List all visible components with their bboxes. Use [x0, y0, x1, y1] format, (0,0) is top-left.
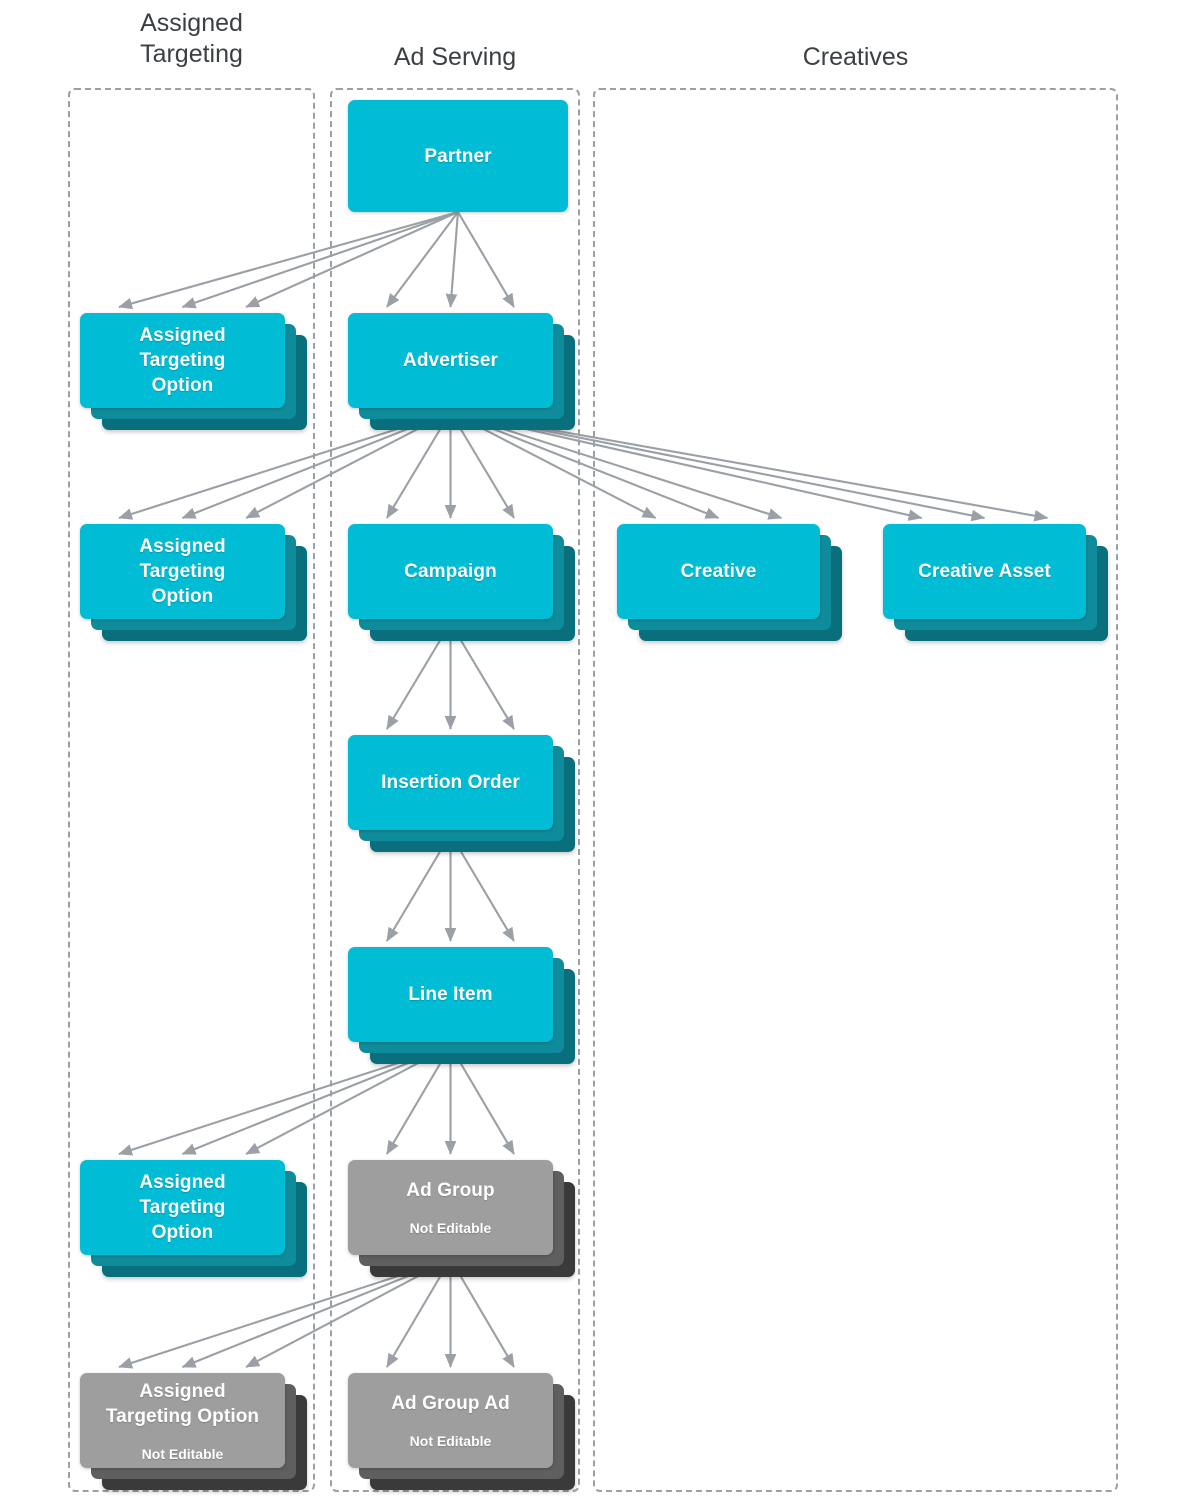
node-partner[interactable]: Partner [348, 100, 568, 212]
node-card-ad-group-ad[interactable]: Ad Group Ad Not Editable [348, 1373, 553, 1468]
node-card-advertiser[interactable]: Advertiser [348, 313, 553, 408]
node-label-advertiser: Advertiser [403, 350, 498, 371]
column-header-creatives: Creatives [802, 43, 909, 71]
node-label-insertion-order: Insertion Order [381, 772, 520, 793]
node-ato-3[interactable]: Assigned Targeting Option [80, 1160, 307, 1277]
node-label-campaign: Campaign [404, 561, 497, 582]
node-card-creative[interactable]: Creative [617, 524, 820, 619]
node-label-ad-group: Ad Group [406, 1180, 495, 1201]
node-label-partner: Partner [424, 145, 492, 167]
node-insertion-order[interactable]: Insertion Order [348, 735, 575, 852]
node-card-creative-asset[interactable]: Creative Asset [883, 524, 1086, 619]
node-ato-2[interactable]: Assigned Targeting Option [80, 524, 307, 641]
node-label-creative-asset: Creative Asset [918, 561, 1051, 582]
node-label-ato-2: Assigned Targeting Option [139, 536, 226, 607]
node-label-ato-4: Assigned Targeting Option [105, 1380, 260, 1427]
node-sublabel-ad-group-ad: Not Editable [409, 1433, 492, 1449]
column-header-ad-serving: Ad Serving [393, 43, 517, 71]
column-header-assigned-targeting: Assigned Targeting [140, 9, 243, 68]
node-creative[interactable]: Creative [617, 524, 842, 641]
node-label-creative: Creative [680, 561, 757, 582]
node-label-ato-1: Assigned Targeting Option [139, 325, 226, 396]
node-advertiser[interactable]: Advertiser [348, 313, 575, 430]
node-card-ato-1[interactable]: Assigned Targeting Option [80, 313, 285, 408]
node-card-insertion-order[interactable]: Insertion Order [348, 735, 553, 830]
panel-assigned-targeting [68, 88, 315, 1492]
node-creative-asset[interactable]: Creative Asset [883, 524, 1108, 641]
panel-ad-serving [330, 88, 580, 1492]
node-sublabel-ad-group: Not Editable [409, 1220, 492, 1236]
node-card-line-item[interactable]: Line Item [348, 947, 553, 1042]
node-sublabel-ato-4: Not Editable [141, 1445, 224, 1462]
node-label-ato-3: Assigned Targeting Option [139, 1172, 226, 1243]
node-campaign[interactable]: Campaign [348, 524, 575, 641]
node-line-item[interactable]: Line Item [348, 947, 575, 1064]
node-card-ato-3[interactable]: Assigned Targeting Option [80, 1160, 285, 1255]
node-ato-1[interactable]: Assigned Targeting Option [80, 313, 307, 430]
node-card-partner[interactable]: Partner [348, 100, 568, 212]
node-card-ato-2[interactable]: Assigned Targeting Option [80, 524, 285, 619]
node-card-campaign[interactable]: Campaign [348, 524, 553, 619]
node-label-line-item: Line Item [408, 984, 493, 1005]
node-label-ad-group-ad: Ad Group Ad [391, 1393, 510, 1414]
panel-creatives [593, 88, 1118, 1492]
node-ad-group-ad[interactable]: Ad Group Ad Not Editable [348, 1373, 575, 1490]
